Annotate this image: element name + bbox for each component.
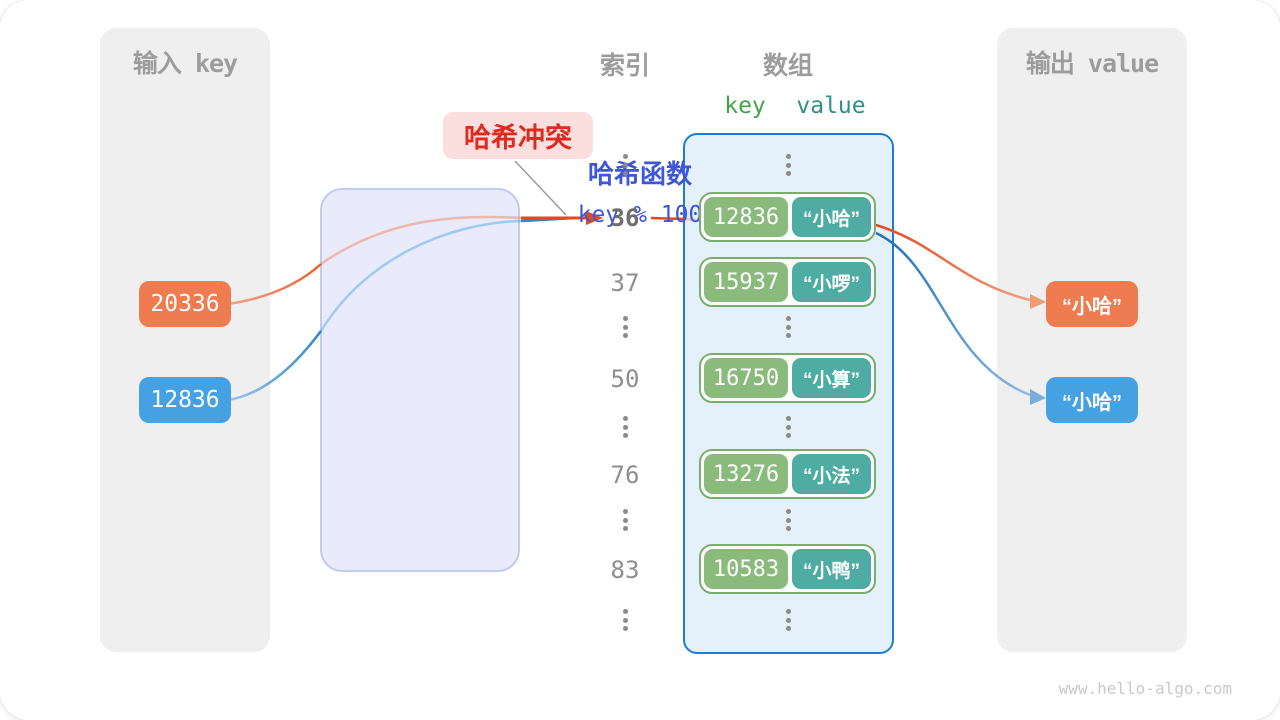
ellipsis-vertical-icon <box>585 316 665 338</box>
input-key-box-12836: 12836 <box>139 377 231 423</box>
input-panel <box>100 28 270 652</box>
ellipsis-vertical-icon <box>748 316 828 338</box>
output-value-blue-label: “小哈” <box>1062 391 1122 414</box>
output-value-box-blue: “小哈” <box>1046 377 1138 423</box>
output-value-orange-label: “小哈” <box>1062 295 1122 318</box>
array-pair-row: 16750 “小算” <box>699 353 876 403</box>
ellipsis-vertical-icon <box>585 416 665 438</box>
input-panel-title: 输入 key <box>132 49 238 78</box>
index-83: 83 <box>610 556 640 584</box>
pair-key: 16750 <box>704 358 788 398</box>
array-value-header: value <box>796 93 866 119</box>
index-76: 76 <box>610 461 640 489</box>
ellipsis-vertical-icon <box>585 609 665 631</box>
index-50: 50 <box>610 365 640 393</box>
output-panel-title: 输出 value <box>1025 49 1159 78</box>
array-pair-row: 15937 “小啰” <box>699 257 876 307</box>
index-36: 36 <box>610 204 640 232</box>
input-key-12836-label: 12836 <box>150 387 220 413</box>
ellipsis-vertical-icon <box>585 154 665 176</box>
pair-key: 13276 <box>704 454 788 494</box>
pair-value: “小算” <box>792 358 871 398</box>
output-panel <box>997 28 1187 652</box>
ellipsis-vertical-icon <box>585 509 665 531</box>
watermark: www.hello-algo.com <box>1058 679 1232 698</box>
pair-value: “小啰” <box>792 262 871 302</box>
pair-value: “小鸭” <box>792 549 871 589</box>
ellipsis-vertical-icon <box>748 416 828 438</box>
array-column-title: 数组 <box>762 52 813 80</box>
hash-collision-label: 哈希冲突 <box>443 112 593 159</box>
input-key-box-20336: 20336 <box>139 281 231 327</box>
ellipsis-vertical-icon <box>748 154 828 176</box>
array-key-header: key <box>724 93 766 119</box>
ellipsis-vertical-icon <box>748 609 828 631</box>
pair-key: 12836 <box>704 197 788 237</box>
ellipsis-vertical-icon <box>748 509 828 531</box>
pair-key: 15937 <box>704 262 788 302</box>
pair-key: 10583 <box>704 549 788 589</box>
array-pair-row: 13276 “小法” <box>699 449 876 499</box>
output-value-box-orange: “小哈” <box>1046 281 1138 327</box>
pair-value: “小法” <box>792 454 871 494</box>
array-pair-row: 12836 “小哈” <box>699 192 876 242</box>
input-key-20336-label: 20336 <box>150 291 220 317</box>
index-column-title: 索引 <box>599 52 650 80</box>
pair-value: “小哈” <box>792 197 871 237</box>
hash-function-title: 哈希函数 <box>587 159 692 189</box>
hash-function-box <box>320 188 520 572</box>
index-37: 37 <box>610 269 640 297</box>
array-pair-row: 10583 “小鸭” <box>699 544 876 594</box>
